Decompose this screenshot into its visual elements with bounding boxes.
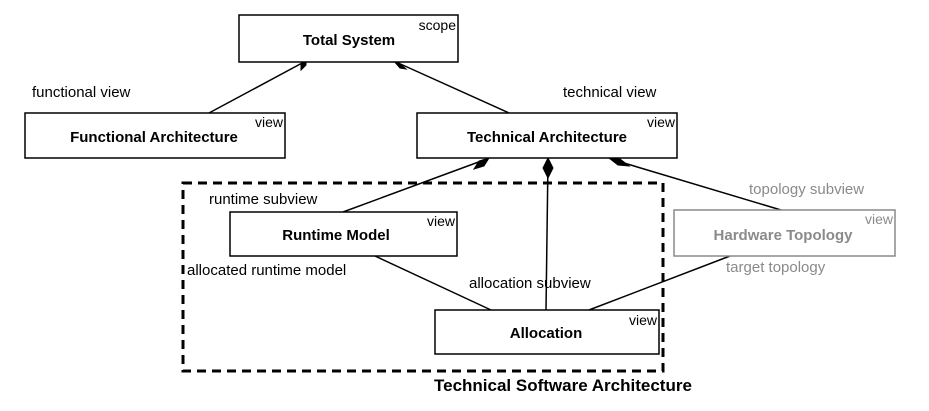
total-system-tag: scope xyxy=(419,17,457,33)
technical-software-architecture-caption: Technical Software Architecture xyxy=(434,376,692,395)
composition-diamond-technical-runtime xyxy=(472,157,491,170)
allocation-tag: view xyxy=(629,312,658,328)
allocation-subview-label: allocation subview xyxy=(469,275,591,292)
composition-diamond-technical-hardware xyxy=(607,157,631,167)
runtime-model-box: Runtime Model view xyxy=(229,211,458,257)
link-technical-hardware xyxy=(613,159,782,211)
allocated-runtime-model-label: allocated runtime model xyxy=(187,262,346,279)
allocation-title: Allocation xyxy=(510,325,583,342)
composition-diamond-technical-allocation xyxy=(542,156,554,180)
runtime-model-tag: view xyxy=(427,213,456,229)
functional-architecture-box: Functional Architecture view xyxy=(24,112,286,159)
allocation-box: Allocation view xyxy=(434,309,660,355)
hardware-topology-box: Hardware Topology view xyxy=(673,209,896,257)
total-system-box: Total System scope xyxy=(238,14,459,63)
functional-architecture-tag: view xyxy=(255,114,284,130)
link-total-functional xyxy=(208,61,305,114)
hardware-topology-tag: view xyxy=(865,211,894,227)
total-system-title: Total System xyxy=(303,32,395,49)
target-topology-label: target topology xyxy=(726,259,826,276)
runtime-subview-label: runtime subview xyxy=(209,191,318,208)
link-runtime-allocation xyxy=(374,255,492,311)
technical-architecture-title: Technical Architecture xyxy=(467,129,627,146)
functional-architecture-title: Functional Architecture xyxy=(70,129,238,146)
technical-architecture-tag: view xyxy=(647,114,676,130)
functional-view-label: functional view xyxy=(32,84,131,101)
runtime-model-title: Runtime Model xyxy=(282,227,390,244)
link-total-technical xyxy=(395,61,510,114)
topology-subview-label: topology subview xyxy=(749,181,864,198)
technical-architecture-box: Technical Architecture view xyxy=(416,112,678,159)
link-technical-allocation xyxy=(545,159,549,311)
link-hardware-allocation xyxy=(588,255,731,311)
link-technical-runtime xyxy=(342,159,485,213)
technical-view-label: technical view xyxy=(563,84,657,101)
hardware-topology-title: Hardware Topology xyxy=(714,227,854,244)
